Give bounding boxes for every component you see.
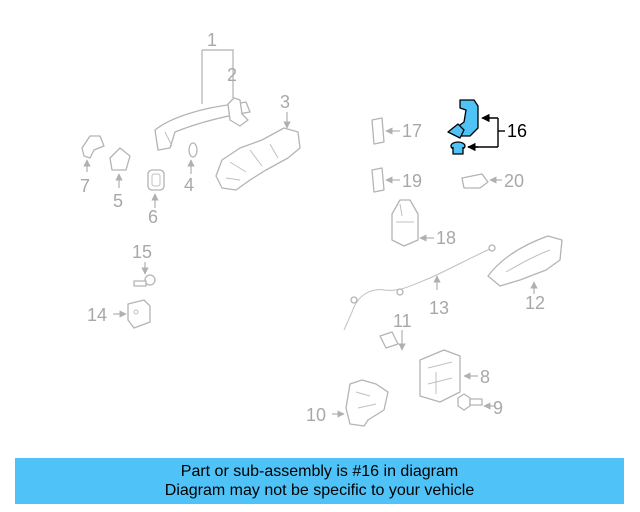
- part-15-bolt: [133, 274, 156, 287]
- part-16-highlighted: [447, 99, 479, 155]
- callout-12: 12: [525, 293, 545, 313]
- part-7: [81, 135, 105, 159]
- banner-line-1: Part or sub-assembly is #16 in diagram: [180, 463, 459, 480]
- part-10-bracket: [345, 379, 389, 427]
- part-20: [461, 173, 489, 189]
- part-8-latch: [419, 349, 461, 403]
- part-12-inner-handle: [487, 235, 563, 287]
- callout-10: 10: [306, 405, 326, 425]
- callout-6: 6: [148, 207, 158, 227]
- callout-15: 15: [132, 242, 152, 262]
- banner-line-2: Diagram may not be specific to your vehi…: [164, 482, 475, 499]
- callout-16: 16: [507, 121, 527, 141]
- part-19: [371, 167, 385, 193]
- callout-4: 4: [184, 175, 194, 195]
- callout-11: 11: [393, 311, 412, 331]
- callout-19: 19: [402, 171, 422, 191]
- callout-5: 5: [113, 191, 123, 211]
- part-6: [147, 169, 165, 191]
- part-4: [188, 142, 198, 158]
- part-17: [371, 117, 385, 145]
- part-18: [391, 199, 419, 247]
- callout-9: 9: [493, 398, 503, 418]
- callout-18: 18: [436, 228, 456, 248]
- callout-14: 14: [87, 305, 107, 325]
- callout-20: 20: [504, 171, 524, 191]
- callout-1: 1: [207, 30, 217, 50]
- outer-door-handle: [154, 101, 251, 151]
- handle-frame: [215, 127, 301, 191]
- part-11: [379, 331, 399, 349]
- part-9-screw: [457, 393, 483, 411]
- info-banner: Part or sub-assembly is #16 in diagram D…: [15, 458, 624, 504]
- callout-3: 3: [280, 92, 290, 112]
- part-13-cable: [343, 244, 496, 331]
- parts-diagram: 1 2 3 4 5 6 7 15 14 16 17: [80, 30, 563, 427]
- callout-8: 8: [480, 367, 490, 387]
- handle-bracket: [227, 97, 249, 127]
- callout-13: 13: [429, 298, 449, 318]
- callout-17: 17: [402, 121, 422, 141]
- part-14-plate: [127, 299, 151, 329]
- callout-7: 7: [80, 176, 90, 196]
- part-5: [109, 147, 131, 171]
- callout-2: 2: [227, 65, 237, 85]
